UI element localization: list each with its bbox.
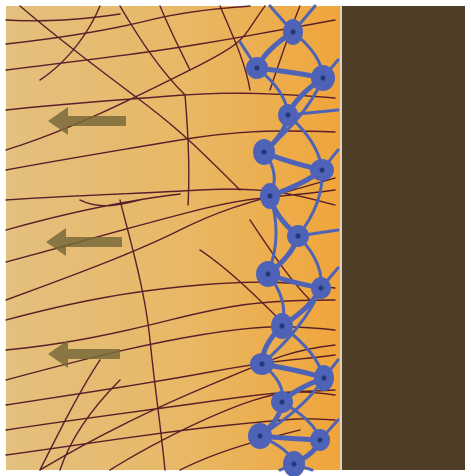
cell-icon [246, 57, 268, 79]
cell-nucleus [295, 233, 300, 238]
cell-icon [253, 139, 275, 165]
cell-nucleus [265, 271, 270, 276]
cell-icon [283, 19, 303, 45]
cell-icon [311, 65, 335, 91]
cell-nucleus [279, 323, 284, 328]
cell-icon [310, 429, 330, 451]
cell-nucleus [318, 285, 323, 290]
cell-nucleus [291, 461, 296, 466]
cell-nucleus [317, 437, 322, 442]
cell-icon [256, 261, 280, 287]
cell-nucleus [257, 433, 262, 438]
cell-icon [283, 451, 305, 476]
cell-icon [271, 313, 293, 339]
cell-nucleus [261, 149, 266, 154]
cell-nucleus [259, 361, 264, 366]
dark-layer [342, 6, 465, 470]
cell-icon [278, 104, 298, 126]
arrow-shaft [62, 116, 126, 126]
cell-icon [310, 159, 334, 181]
cell-icon [250, 353, 274, 375]
cell-nucleus [254, 65, 259, 70]
cell-nucleus [321, 375, 326, 380]
arrow-shaft [62, 349, 120, 359]
cell-icon [311, 277, 331, 299]
cell-nucleus [285, 112, 290, 117]
cell-icon [260, 183, 280, 209]
cell-icon [248, 423, 272, 449]
cell-nucleus [279, 399, 284, 404]
arrow-shaft [60, 237, 122, 247]
cell-icon [287, 225, 309, 247]
cell-nucleus [290, 29, 295, 34]
cell-nucleus [320, 75, 325, 80]
cell-icon [314, 365, 334, 391]
cell-icon [271, 391, 293, 413]
cell-nucleus [319, 167, 324, 172]
cell-nucleus [267, 193, 272, 198]
